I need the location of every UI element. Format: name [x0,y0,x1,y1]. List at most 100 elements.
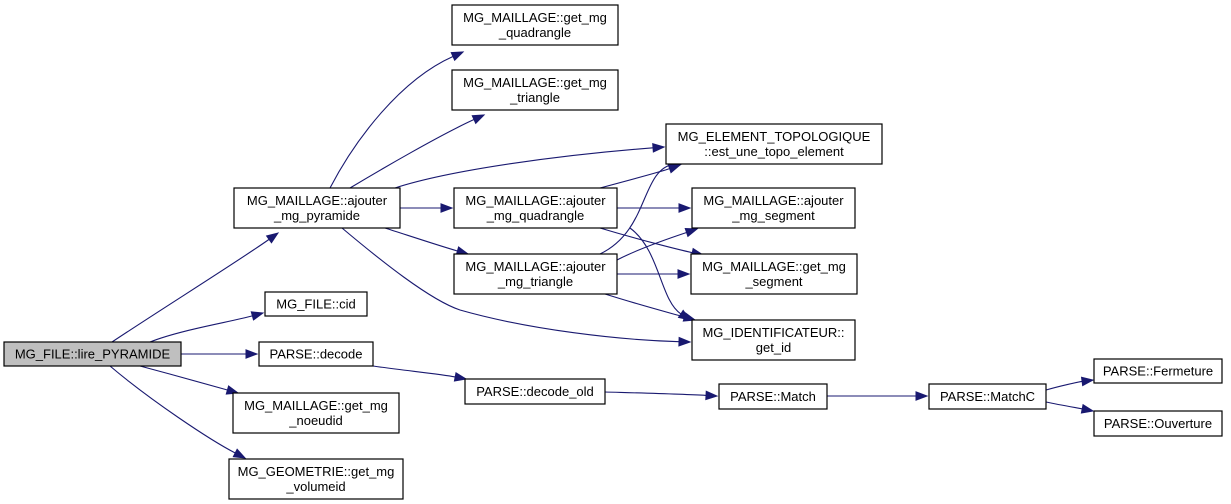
node-ajouter-mg-triangle[interactable]: MG_MAILLAGE::ajouter_mg_triangle [453,253,618,295]
node-box [464,378,606,405]
arrowhead-icon [682,312,697,322]
node-label: _segment [744,274,802,289]
arrowhead-icon [453,371,468,382]
node-label: PARSE::MatchC [940,389,1035,404]
node-decode[interactable]: PARSE::decode [258,341,374,367]
node-label: PARSE::decode [270,347,363,362]
edge-line [109,365,236,454]
node-label: _mg_pyramide [273,208,360,223]
edge-ajouter_mg_triangle-to-get_mg_segment [616,269,691,279]
node-label: MG_MAILLAGE::ajouter [703,193,844,208]
node-label: _triangle [509,90,560,105]
node-matchc[interactable]: PARSE::MatchC [928,383,1047,410]
edge-lire_pyramide-to-cid [149,311,265,343]
edge-ajouter_mg_pyramide-to-get_mg_quadrangle [329,51,465,189]
node-box [665,123,883,165]
arrowhead-icon [1080,403,1095,414]
edge-line [1045,401,1083,410]
node-label: MG_MAILLAGE::get_mg [463,10,607,25]
arrowhead-icon [684,227,699,238]
edge-line [629,227,682,315]
node-label: MG_IDENTIFICATEUR:: [702,325,844,340]
edge-lire_pyramide-to-ajouter_mg_pyramide [111,232,280,343]
node-box [258,341,374,367]
edge-ajouter_mg_pyramide-to-get_id [341,227,692,347]
node-label: MG_MAILLAGE::ajouter [465,259,606,274]
edge-decode-to-decode_old [372,365,468,382]
node-get-id[interactable]: MG_IDENTIFICATEUR::get_id [691,319,856,361]
node-ajouter-mg-pyramide[interactable]: MG_MAILLAGE::ajouter_mg_pyramide [233,187,401,229]
edge-ajouter_mg_pyramide-to-get_mg_triangle [349,114,486,189]
arrowhead-icon [440,203,454,213]
edge-line [149,315,253,343]
node-box [264,291,368,317]
node-label: _mg_segment [731,208,815,223]
edge-ajouter_mg_pyramide-to-ajouter_mg_quadrangle [399,203,454,213]
node-label: ::est_une_topo_element [704,144,844,159]
node-box [453,187,618,229]
edge-ajouter_mg_quadrangle-to-ajouter_mg_segment [616,203,692,213]
node-box [453,253,618,295]
arrowhead-icon [678,336,692,347]
node-box [691,187,856,229]
edge-line [604,293,685,318]
edge-line [599,168,670,189]
edge-line [139,365,228,391]
node-box [228,458,404,500]
arrowhead-icon [225,385,240,395]
node-label: _volumeid [285,479,345,494]
edge-ajouter_mg_triangle-to-get_id [604,293,697,322]
edge-line [329,55,454,189]
nodes-layer: MG_FILE::lire_PYRAMIDE MG_MAILLAGE::ajout… [3,4,1223,500]
edge-ajouter_mg_triangle-to-ajouter_mg_segment [616,227,699,261]
arrowhead-icon [450,51,465,62]
node-ajouter-mg-quadrangle[interactable]: MG_MAILLAGE::ajouter_mg_quadrangle [453,187,618,229]
arrowhead-icon [678,203,692,213]
node-get-mg-segment[interactable]: MG_MAILLAGE::get_mg_segment [690,253,858,295]
edge-matchc-to-fermeture [1045,376,1095,391]
edge-matchc-to-ouverture [1045,401,1095,414]
arrowhead-icon [265,232,280,244]
node-label: MG_FILE::cid [276,297,355,312]
edge-match-to-matchc [826,391,929,401]
node-label: _quadrangle [498,25,571,40]
node-get-mg-quadrangle[interactable]: MG_MAILLAGE::get_mg_quadrangle [451,4,619,46]
node-box [691,319,856,361]
arrowhead-icon [232,448,247,459]
node-fermeture[interactable]: PARSE::Fermeture [1093,358,1223,384]
node-label: _mg_quadrangle [486,208,585,223]
node-box [451,69,619,111]
node-box [718,383,828,410]
node-decode-old[interactable]: PARSE::decode_old [464,378,606,405]
edge-line [616,231,687,261]
node-label: PARSE::Ouverture [1104,416,1212,431]
edge-decode_old-to-match [604,390,719,401]
edge-line [599,163,675,255]
node-est-une-topo-element[interactable]: MG_ELEMENT_TOPOLOGIQUE::est_une_topo_ele… [665,123,883,165]
node-get-mg-volumeid[interactable]: MG_GEOMETRIE::get_mg_volumeid [228,458,404,500]
node-label: PARSE::Match [730,389,816,404]
node-ajouter-mg-segment[interactable]: MG_MAILLAGE::ajouter_mg_segment [691,187,856,229]
arrowhead-icon [250,311,265,321]
node-cid[interactable]: MG_FILE::cid [264,291,368,317]
edge-ajouter_mg_pyramide-to-ajouter_mg_triangle [384,227,470,256]
node-box [232,392,400,434]
node-match[interactable]: PARSE::Match [718,383,828,410]
edge-line [599,227,693,254]
node-box [1093,358,1223,384]
arrowhead-icon [677,269,691,279]
edge-line [384,227,458,252]
node-label: MG_MAILLAGE::get_mg [244,398,388,413]
edge-ajouter_mg_pyramide-to-est_une_topo_element [394,142,666,189]
node-ouverture[interactable]: PARSE::Ouverture [1093,410,1223,437]
node-label: MG_MAILLAGE::ajouter [465,193,606,208]
edge-lire_pyramide-to-get_mg_noeudid [139,365,240,395]
node-label: MG_FILE::lire_PYRAMIDE [15,347,171,362]
edge-line [349,119,475,189]
node-label: _noeudid [288,413,343,428]
node-get-mg-noeudid[interactable]: MG_MAILLAGE::get_mg_noeudid [232,392,400,434]
node-box [1093,410,1223,437]
arrowhead-icon [245,349,259,359]
node-get-mg-triangle[interactable]: MG_MAILLAGE::get_mg_triangle [451,69,619,111]
edge-line [394,147,654,189]
